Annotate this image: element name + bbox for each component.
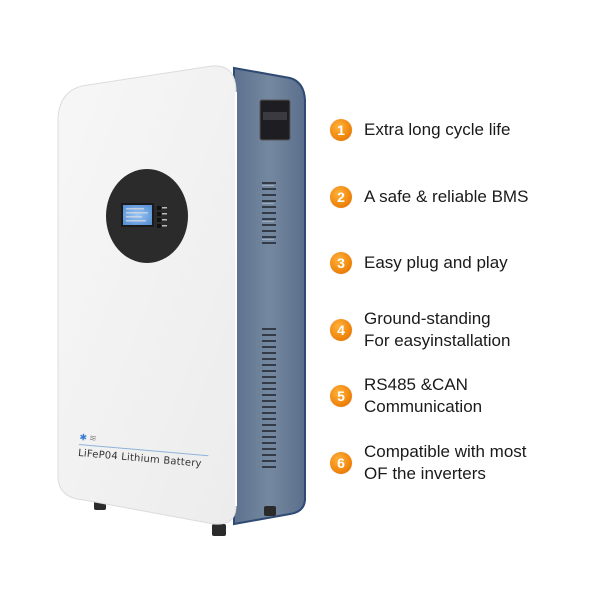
number-badge: 6 xyxy=(330,452,352,474)
front-panel xyxy=(57,65,237,525)
feature-item-3: 3 Easy plug and play xyxy=(330,252,508,274)
number-badge: 5 xyxy=(330,385,352,407)
feature-item-6: 6 Compatible with most OF the inverters xyxy=(330,441,527,485)
number-badge: 4 xyxy=(330,319,352,341)
battery-product-image: ✱≋ LiFeP04 Lithium Battery xyxy=(57,65,306,536)
feature-item-5: 5 RS485 &CAN Communication xyxy=(330,374,482,418)
feature-text-line-2: Communication xyxy=(364,397,483,416)
feature-text: Extra long cycle life xyxy=(364,120,511,139)
display-buttons xyxy=(157,206,167,228)
wifi-icon: ≋ xyxy=(88,432,100,444)
feature-text-line-2: OF the inverters xyxy=(364,464,486,483)
feature-text: Easy plug and play xyxy=(364,253,508,272)
number-badge: 1 xyxy=(330,119,352,141)
feature-text-line-1: Ground-standing xyxy=(364,309,491,328)
feature-item-2: 2 A safe & reliable BMS xyxy=(330,186,528,208)
feature-text-line-2: For easyinstallation xyxy=(364,331,511,350)
feature-text-line-1: RS485 &CAN xyxy=(364,375,468,394)
number-badge: 3 xyxy=(330,252,352,274)
feature-text-line-1: Compatible with most xyxy=(364,442,527,461)
vent-upper xyxy=(262,182,276,244)
feature-list: 1 Extra long cycle life 2 A safe & relia… xyxy=(330,0,600,600)
feature-item-1: 1 Extra long cycle life xyxy=(330,119,510,141)
foot xyxy=(264,506,276,516)
foot xyxy=(212,524,226,536)
feature-item-4: 4 Ground-standing For easyinstallation xyxy=(330,308,510,352)
number-badge: 2 xyxy=(330,186,352,208)
feature-text: A safe & reliable BMS xyxy=(364,187,529,206)
vent-lower xyxy=(262,328,276,468)
battery-illustration xyxy=(57,65,306,536)
side-panel xyxy=(233,66,306,526)
